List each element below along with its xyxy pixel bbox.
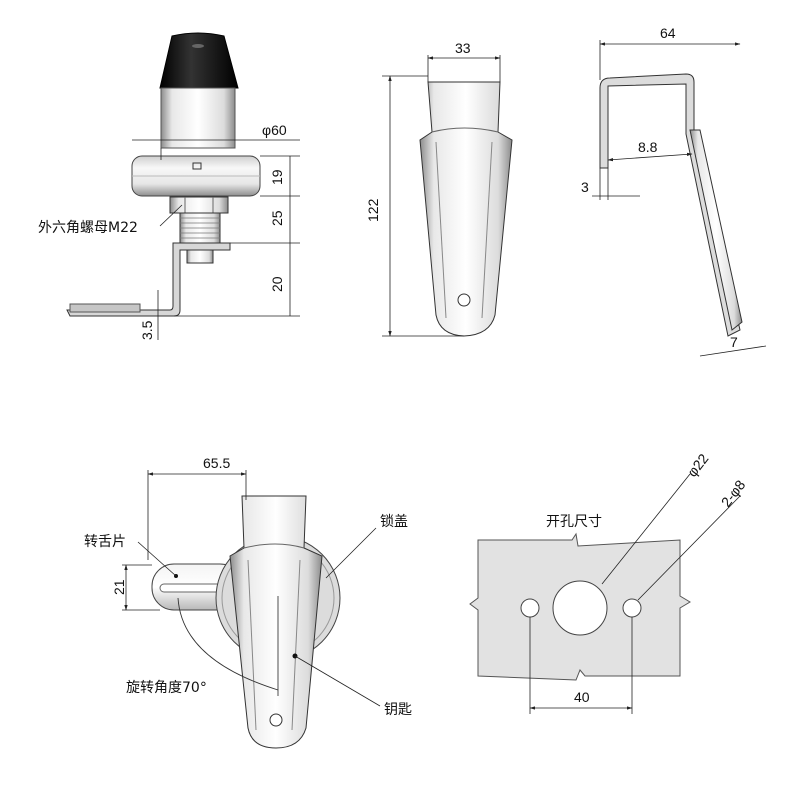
dim-span: 65.5 [203, 455, 230, 471]
side-view: φ60 19 25 20 3.5 外六角螺母M22 [38, 32, 300, 340]
dim-thickness: 3.5 [139, 320, 155, 340]
dim-front-height: 122 [365, 198, 381, 222]
dim-profile-offset: 8.8 [638, 139, 658, 155]
label-rotation: 旋转角度70° [126, 680, 207, 696]
dim-h2: 25 [269, 210, 285, 226]
knob-top [159, 32, 239, 89]
small-hole-right [622, 598, 642, 618]
small-hole-left [520, 598, 540, 618]
assembly-view: 65.5 21 转舌片 锁盖 钥匙 旋转角度70° [84, 455, 412, 749]
cutout-title: 开孔尺寸 [546, 514, 602, 530]
key-profile [599, 73, 741, 337]
barrel [160, 87, 236, 149]
label-hex-nut: 外六角螺母M22 [38, 220, 138, 236]
dim-diameter: φ60 [262, 122, 287, 138]
label-cover: 锁盖 [380, 514, 408, 530]
dim-small-holes: 2-φ8 [718, 477, 749, 510]
profile-view: 64 8.8 3 7 [581, 25, 767, 357]
hex-nut [169, 196, 229, 214]
dim-big-hole: φ22 [684, 450, 712, 479]
cutout-view: 开孔尺寸 φ22 2-φ8 40 [469, 450, 749, 714]
dim-h3: 20 [269, 276, 285, 292]
front-view: 33 122 [365, 40, 513, 337]
key-handle [229, 495, 323, 749]
dim-front-width: 33 [455, 40, 471, 56]
label-tongue: 转舌片 [84, 534, 126, 550]
dim-tongue-width: 21 [111, 579, 127, 595]
dim-profile-width: 64 [660, 25, 676, 41]
big-hole [552, 580, 608, 636]
dim-profile-tip: 7 [730, 334, 738, 350]
dim-profile-thickness: 3 [581, 179, 589, 195]
dim-h1: 19 [269, 169, 285, 185]
dim-spacing: 40 [574, 689, 590, 705]
label-key: 钥匙 [384, 702, 412, 718]
